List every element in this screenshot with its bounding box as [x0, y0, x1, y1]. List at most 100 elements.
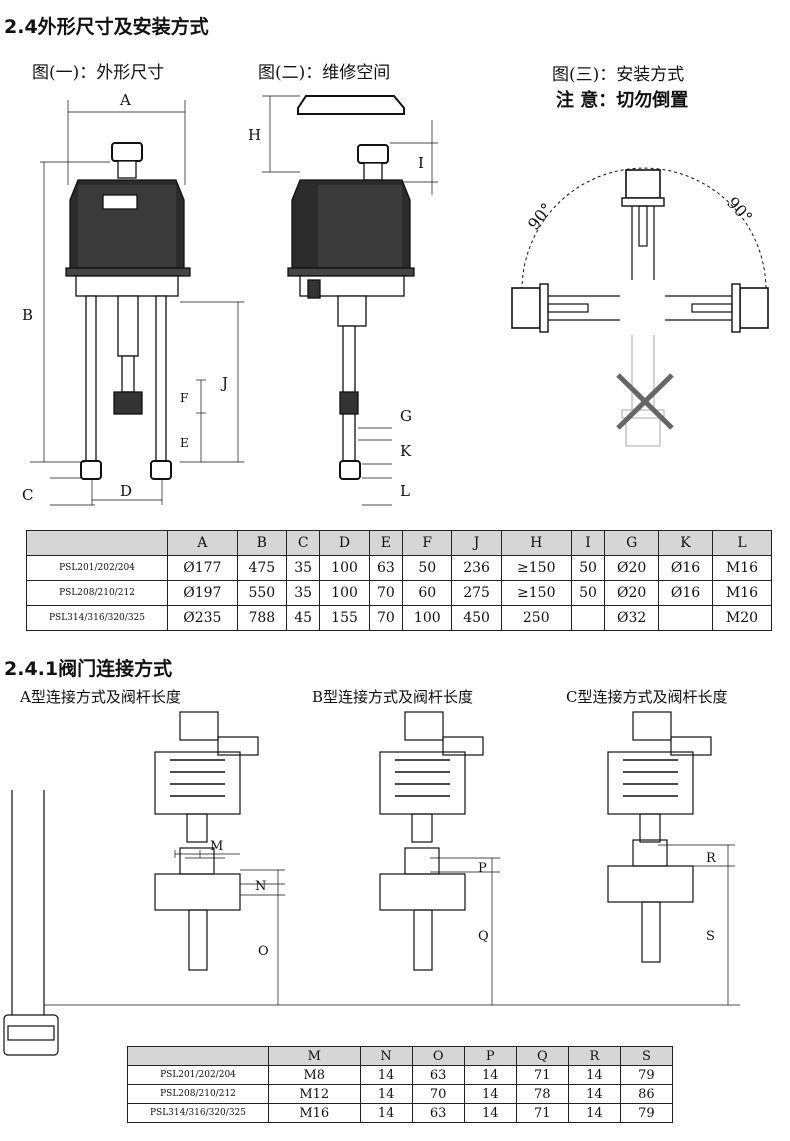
table-cell: 70 — [368, 580, 404, 606]
dim-label-j: J — [220, 374, 228, 392]
table-row: PSL314/316/320/325 M16 14 63 14 71 14 79 — [127, 1103, 674, 1123]
conn-caption-c: C型连接方式及阀杆长度 — [566, 688, 728, 706]
table-cell: 63 — [368, 555, 404, 581]
dim-label-o: O — [258, 944, 269, 959]
table-cell: 60 — [402, 580, 453, 606]
table-header-cell: B — [236, 530, 287, 556]
table-cell: 250 — [500, 605, 572, 631]
dim-label-a: A — [119, 91, 131, 109]
table-cell: Ø32 — [604, 605, 660, 631]
model-cell: PSL314/316/320/325 — [127, 1103, 269, 1123]
table-cell: 86 — [619, 1084, 674, 1104]
table-cell: 14 — [359, 1065, 413, 1085]
table-header-cell: O — [411, 1046, 465, 1066]
dimension-table: A B C D E F J H I G K L PSL201/202/204 Ø… — [26, 530, 773, 631]
table-cell: 14 — [463, 1065, 517, 1085]
fig1-drawing: A B C D E F J — [22, 91, 244, 506]
table-header-cell: D — [319, 530, 370, 556]
table-cell: 14 — [359, 1084, 413, 1104]
table-cell: 475 — [236, 555, 287, 581]
dim-label-f: F — [180, 391, 188, 405]
fig2-drawing: H I G K L — [248, 95, 438, 506]
model-cell: PSL201/202/204 — [127, 1065, 269, 1085]
table-cell: 50 — [402, 555, 453, 581]
table-header-cell: E — [368, 530, 404, 556]
table-header-cell: S — [619, 1046, 674, 1066]
table-header-cell: R — [567, 1046, 621, 1066]
table-header-cell: P — [463, 1046, 517, 1066]
table-cell: 71 — [515, 1103, 569, 1123]
table-cell: 50 — [570, 580, 606, 606]
table-cell: M16 — [711, 580, 773, 606]
table-header-cell — [26, 530, 168, 556]
table-cell: 70 — [368, 605, 404, 631]
subsection-title: 2.4.1阀门连接方式 — [4, 658, 173, 680]
table-cell: 63 — [411, 1103, 465, 1123]
table-cell: 14 — [567, 1065, 621, 1085]
dim-label-k: K — [400, 442, 412, 460]
table-row: PSL201/202/204 Ø177 475 35 100 63 50 236… — [26, 555, 773, 581]
table-header-cell: G — [604, 530, 660, 556]
dim-label-d: D — [120, 482, 132, 500]
table-cell: 79 — [619, 1103, 674, 1123]
table-cell: 236 — [451, 555, 502, 581]
table-cell: 14 — [359, 1103, 413, 1123]
fig3-caption: 图(三)：安装方式 — [552, 65, 685, 85]
table-cell: 14 — [463, 1084, 517, 1104]
model-cell: PSL208/210/212 — [26, 580, 168, 606]
table-header-cell: F — [402, 530, 453, 556]
fig2-caption: 图(二)：维修空间 — [258, 63, 391, 83]
table-cell: 275 — [451, 580, 502, 606]
table-cell: Ø20 — [604, 555, 660, 581]
table-cell: 100 — [319, 555, 370, 581]
table-cell: ≥150 — [500, 580, 572, 606]
table-cell: Ø177 — [167, 555, 238, 581]
stem-length-table: M N O P Q R S PSL201/202/204 M8 14 63 14… — [127, 1046, 674, 1123]
table-cell: M12 — [268, 1084, 361, 1104]
table-cell: M8 — [268, 1065, 361, 1085]
table-cell: 63 — [411, 1065, 465, 1085]
dim-label-p: P — [478, 861, 487, 876]
table-cell: Ø20 — [604, 580, 660, 606]
table-cell: 50 — [570, 555, 606, 581]
table-header-row: M N O P Q R S — [127, 1046, 674, 1066]
table-cell: Ø235 — [167, 605, 238, 631]
fig3-drawing: 90° 90° — [511, 167, 769, 447]
table-cell: 788 — [236, 605, 287, 631]
table-row: PSL208/210/212 M12 14 70 14 78 14 86 — [127, 1084, 674, 1104]
dim-label-s: S — [706, 929, 715, 944]
table-cell: 550 — [236, 580, 287, 606]
table-cell: 78 — [515, 1084, 569, 1104]
model-cell: PSL314/316/320/325 — [26, 605, 168, 631]
table-header-cell: J — [451, 530, 502, 556]
table-header-cell: N — [359, 1046, 413, 1066]
table-header-cell — [127, 1046, 269, 1066]
dim-label-m: M — [210, 839, 223, 854]
angle-label-right: 90° — [723, 193, 756, 227]
conn-caption-b: B型连接方式及阀杆长度 — [312, 688, 474, 706]
table-cell: M16 — [268, 1103, 361, 1123]
model-cell: PSL201/202/204 — [26, 555, 168, 581]
table-cell — [570, 605, 606, 631]
table-cell: Ø197 — [167, 580, 238, 606]
model-cell: PSL208/210/212 — [127, 1084, 269, 1104]
table-header-cell: A — [167, 530, 238, 556]
table-cell: 71 — [515, 1065, 569, 1085]
table-row: PSL201/202/204 M8 14 63 14 71 14 79 — [127, 1065, 674, 1085]
table-cell: 45 — [285, 605, 321, 631]
section-title: 2.4外形尺寸及安装方式 — [4, 16, 209, 38]
table-header-cell: C — [285, 530, 321, 556]
table-cell: 100 — [402, 605, 453, 631]
dim-label-q: Q — [478, 929, 489, 944]
dim-label-i: I — [418, 154, 424, 172]
table-row: PSL208/210/212 Ø197 550 35 100 70 60 275… — [26, 580, 773, 606]
table-cell: ≥150 — [500, 555, 572, 581]
table-cell: 35 — [285, 580, 321, 606]
table-cell: 14 — [463, 1103, 517, 1123]
fig3-note: 注 意：切勿倒置 — [556, 90, 689, 111]
table-cell: 14 — [567, 1084, 621, 1104]
dim-label-n: N — [255, 879, 266, 894]
table-header-cell: M — [268, 1046, 361, 1066]
table-header-row: A B C D E F J H I G K L — [26, 530, 773, 556]
table-cell: Ø16 — [658, 555, 713, 581]
